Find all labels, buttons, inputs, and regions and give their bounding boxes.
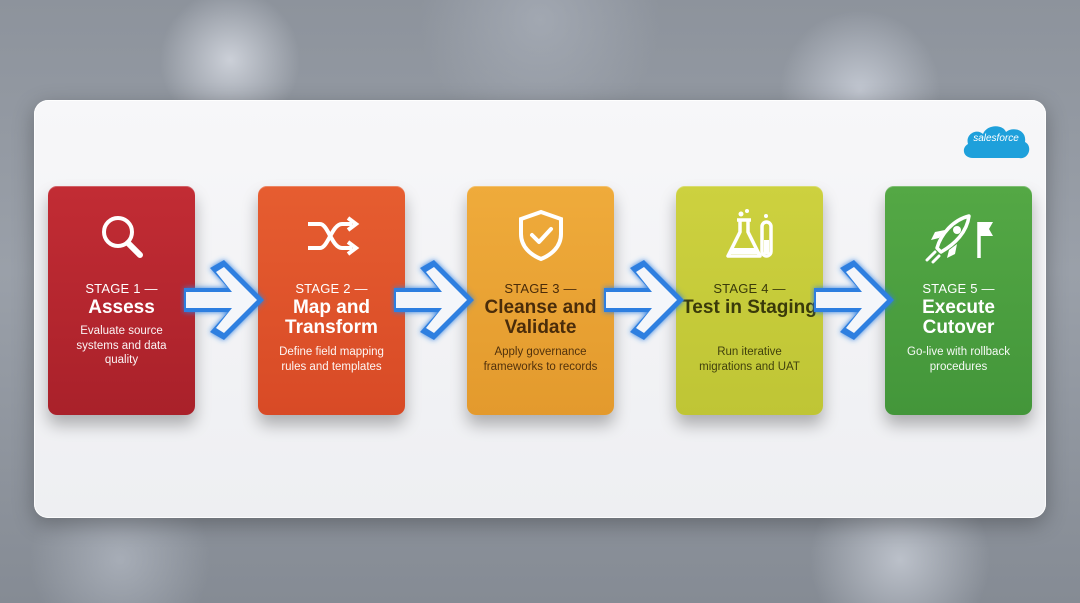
- rocket-flag-icon: [885, 208, 1032, 264]
- arrow-right-icon: [814, 260, 894, 340]
- shield-check-icon: [467, 208, 614, 264]
- stage-description: Apply governance frameworks to records: [483, 346, 598, 373]
- stage-label: STAGE 4 —: [713, 281, 786, 296]
- stage-title: Execute Cutover: [922, 297, 995, 338]
- stage-label: STAGE 2 —: [295, 281, 368, 296]
- stage-card-2: STAGE 2 — Map and Transform Define field…: [258, 186, 405, 415]
- stage-title: Cleanse and Validate: [484, 297, 597, 338]
- stage-title: Map and Transform: [285, 297, 378, 338]
- stage-card-1: STAGE 1 — Assess Evaluate source systems…: [48, 186, 195, 415]
- arrow-right-icon: [394, 260, 474, 340]
- magnifier-icon: [48, 208, 195, 264]
- stage-label: STAGE 5 —: [922, 281, 995, 296]
- stage-title: Test in Staging: [682, 297, 817, 318]
- salesforce-logo: salesforce: [959, 118, 1033, 166]
- arrow-right-icon: [184, 260, 264, 340]
- stage-description: Define field mapping rules and templates: [279, 346, 384, 373]
- lab-flask-icon: [676, 208, 823, 264]
- stage-card-3: STAGE 3 — Cleanse and Validate Apply gov…: [467, 186, 614, 415]
- arrow-right-icon: [604, 260, 684, 340]
- shuffle-icon: [258, 208, 405, 264]
- stage-card-4: STAGE 4 — Test in Staging Run iterative …: [676, 186, 823, 415]
- logo-text: salesforce: [973, 133, 1019, 144]
- stage-label: STAGE 1 —: [85, 281, 158, 296]
- stage-title: Assess: [88, 297, 155, 318]
- stage-description: Evaluate source systems and data quality: [76, 325, 167, 366]
- stage-description: Run iterative migrations and UAT: [699, 346, 800, 373]
- stage-description: Go-live with rollback procedures: [907, 346, 1010, 373]
- stage-label: STAGE 3 —: [504, 281, 577, 296]
- stage-card-5: STAGE 5 — Execute Cutover Go-live with r…: [885, 186, 1032, 415]
